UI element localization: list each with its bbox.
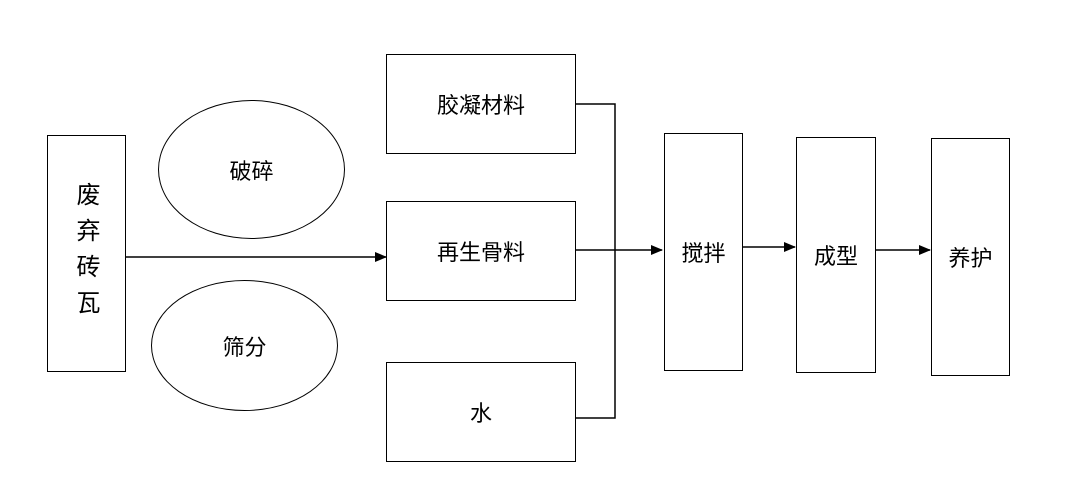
forming-label: 成型 xyxy=(813,245,858,270)
binder-label: 胶凝材料 xyxy=(436,94,525,119)
crushing-label: 破碎 xyxy=(229,159,274,185)
curing-box: 养护 xyxy=(931,138,1010,376)
recycled-aggregate-label: 再生骨料 xyxy=(436,241,525,266)
screening-label: 筛分 xyxy=(222,335,267,361)
crushing-ellipse: 破碎 xyxy=(158,100,345,239)
waste-brick-box: 废弃砖瓦 xyxy=(47,135,126,372)
screening-ellipse: 筛分 xyxy=(151,280,338,411)
connector-water-to-bus xyxy=(575,250,616,419)
waste-brick-label: 废弃砖瓦 xyxy=(72,181,100,326)
mixing-box: 搅拌 xyxy=(664,133,743,371)
curing-label: 养护 xyxy=(948,247,993,272)
mixing-label: 搅拌 xyxy=(681,242,726,267)
connector-binder-to-bus xyxy=(575,103,616,250)
water-box: 水 xyxy=(386,362,576,462)
water-label: 水 xyxy=(469,402,492,427)
binder-box: 胶凝材料 xyxy=(386,54,576,154)
recycled-aggregate-box: 再生骨料 xyxy=(386,201,576,301)
forming-box: 成型 xyxy=(796,137,876,373)
